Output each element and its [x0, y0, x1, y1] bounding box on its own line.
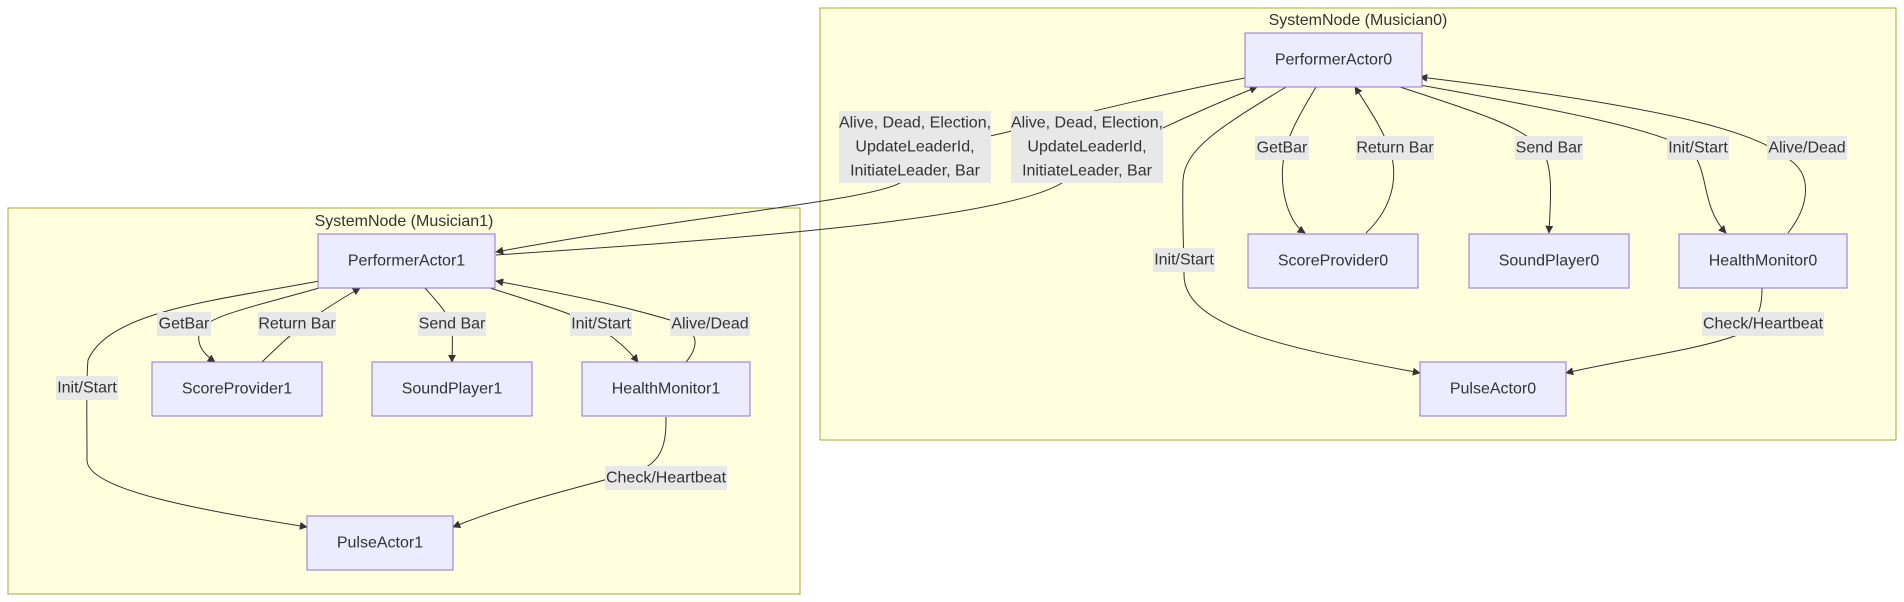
edge-label-m0-checkheartbeat-text: Check/Heartbeat [1703, 316, 1824, 333]
edge-label-m0-returnbar: Return Bar [1356, 136, 1434, 160]
node-label-performer1: PerformerActor1 [348, 253, 465, 270]
edge-health0-to-performer0 [1419, 73, 1806, 234]
edge-label-m1-getbar: GetBar [157, 312, 211, 336]
edge-label-cross-a: Alive, Dead, Election, UpdateLeaderId, I… [839, 111, 991, 183]
edge-label-m1-initstart-health-text: Init/Start [571, 316, 631, 333]
node-label-health1: HealthMonitor1 [612, 381, 721, 398]
cluster-title-musician0: SystemNode (Musician0) [1269, 12, 1448, 29]
edge-label-m1-returnbar-text: Return Bar [258, 316, 336, 333]
nodes: PerformerActor0 ScoreProvider0 SoundPlay… [151, 32, 1848, 571]
edge-label-m1-checkheartbeat-text: Check/Heartbeat [606, 470, 727, 487]
node-performer0[interactable]: PerformerActor0 [1244, 32, 1423, 88]
edge-label-m1-getbar-text: GetBar [159, 316, 210, 333]
node-pulse0[interactable]: PulseActor0 [1419, 361, 1567, 417]
node-label-performer0: PerformerActor0 [1275, 52, 1392, 69]
edge-label-m0-initstart-health: Init/Start [1667, 136, 1729, 160]
edge-label-m0-initstart-pulse: Init/Start [1153, 248, 1215, 272]
edge-label-m1-sendbar-text: Send Bar [419, 316, 486, 333]
edge-performer0-to-score0 [1281, 86, 1317, 234]
node-label-sound0: SoundPlayer0 [1499, 253, 1600, 270]
node-label-health0: HealthMonitor0 [1709, 253, 1818, 270]
node-health0[interactable]: HealthMonitor0 [1678, 233, 1848, 289]
edge-health0-to-pulse0 [1565, 287, 1763, 376]
edge-label-cross-b: Alive, Dead, Election, UpdateLeaderId, I… [1011, 111, 1163, 183]
edge-label-m1-returnbar: Return Bar [258, 312, 336, 336]
node-performer1[interactable]: PerformerActor1 [317, 233, 496, 289]
node-label-pulse1: PulseActor1 [337, 535, 423, 552]
node-pulse1[interactable]: PulseActor1 [306, 515, 454, 571]
edge-label-m0-getbar-text: GetBar [1257, 140, 1308, 157]
edge-label-cross-b-line1: Alive, Dead, Election, [1011, 115, 1163, 132]
edge-label-m1-initstart-health: Init/Start [570, 312, 632, 336]
node-sound0[interactable]: SoundPlayer0 [1468, 233, 1630, 289]
edge-label-cross-a-line3: InitiateLeader, Bar [850, 163, 981, 180]
node-label-pulse0: PulseActor0 [1450, 381, 1536, 398]
edge-label-m1-alivedead-text: Alive/Dead [671, 316, 748, 333]
edge-label-cross-b-line2: UpdateLeaderId, [1027, 139, 1146, 156]
edge-label-m1-sendbar: Send Bar [418, 312, 486, 336]
node-score0[interactable]: ScoreProvider0 [1247, 233, 1419, 289]
edge-label-m0-alivedead: Alive/Dead [1767, 136, 1847, 160]
edge-label-m1-initstart-pulse-text: Init/Start [57, 380, 117, 397]
edge-label-m0-returnbar-text: Return Bar [1356, 140, 1434, 157]
edge-label-cross-a-line2: UpdateLeaderId, [855, 139, 974, 156]
edge-label-m0-alivedead-text: Alive/Dead [1768, 140, 1845, 157]
edge-label-cross-a-line1: Alive, Dead, Election, [839, 115, 991, 132]
edge-label-m1-checkheartbeat: Check/Heartbeat [605, 466, 727, 490]
edge-label-cross-b-line3: InitiateLeader, Bar [1022, 163, 1153, 180]
node-label-score1: ScoreProvider1 [182, 381, 292, 398]
edge-labels: Alive, Dead, Election, UpdateLeaderId, I… [56, 111, 1847, 490]
cluster-title-musician1: SystemNode (Musician1) [315, 213, 494, 230]
edge-label-m1-alivedead: Alive/Dead [670, 312, 750, 336]
node-sound1[interactable]: SoundPlayer1 [371, 361, 533, 417]
node-score1[interactable]: ScoreProvider1 [151, 361, 323, 417]
edge-label-m0-getbar: GetBar [1255, 136, 1309, 160]
edge-label-m0-initstart-pulse-text: Init/Start [1154, 252, 1214, 269]
edge-label-m1-initstart-pulse: Init/Start [56, 376, 118, 400]
edge-label-m0-sendbar: Send Bar [1515, 136, 1583, 160]
edge-performer1-to-performer0-b [495, 85, 1258, 256]
node-health1[interactable]: HealthMonitor1 [581, 361, 751, 417]
node-label-score0: ScoreProvider0 [1278, 253, 1388, 270]
edge-label-m0-initstart-health-text: Init/Start [1668, 140, 1728, 157]
edge-label-m0-sendbar-text: Send Bar [1516, 140, 1583, 157]
edge-score0-to-performer0 [1354, 86, 1395, 234]
edge-label-m0-checkheartbeat: Check/Heartbeat [1702, 312, 1824, 336]
edge-health1-to-performer1 [495, 278, 696, 363]
node-label-sound1: SoundPlayer1 [402, 381, 503, 398]
